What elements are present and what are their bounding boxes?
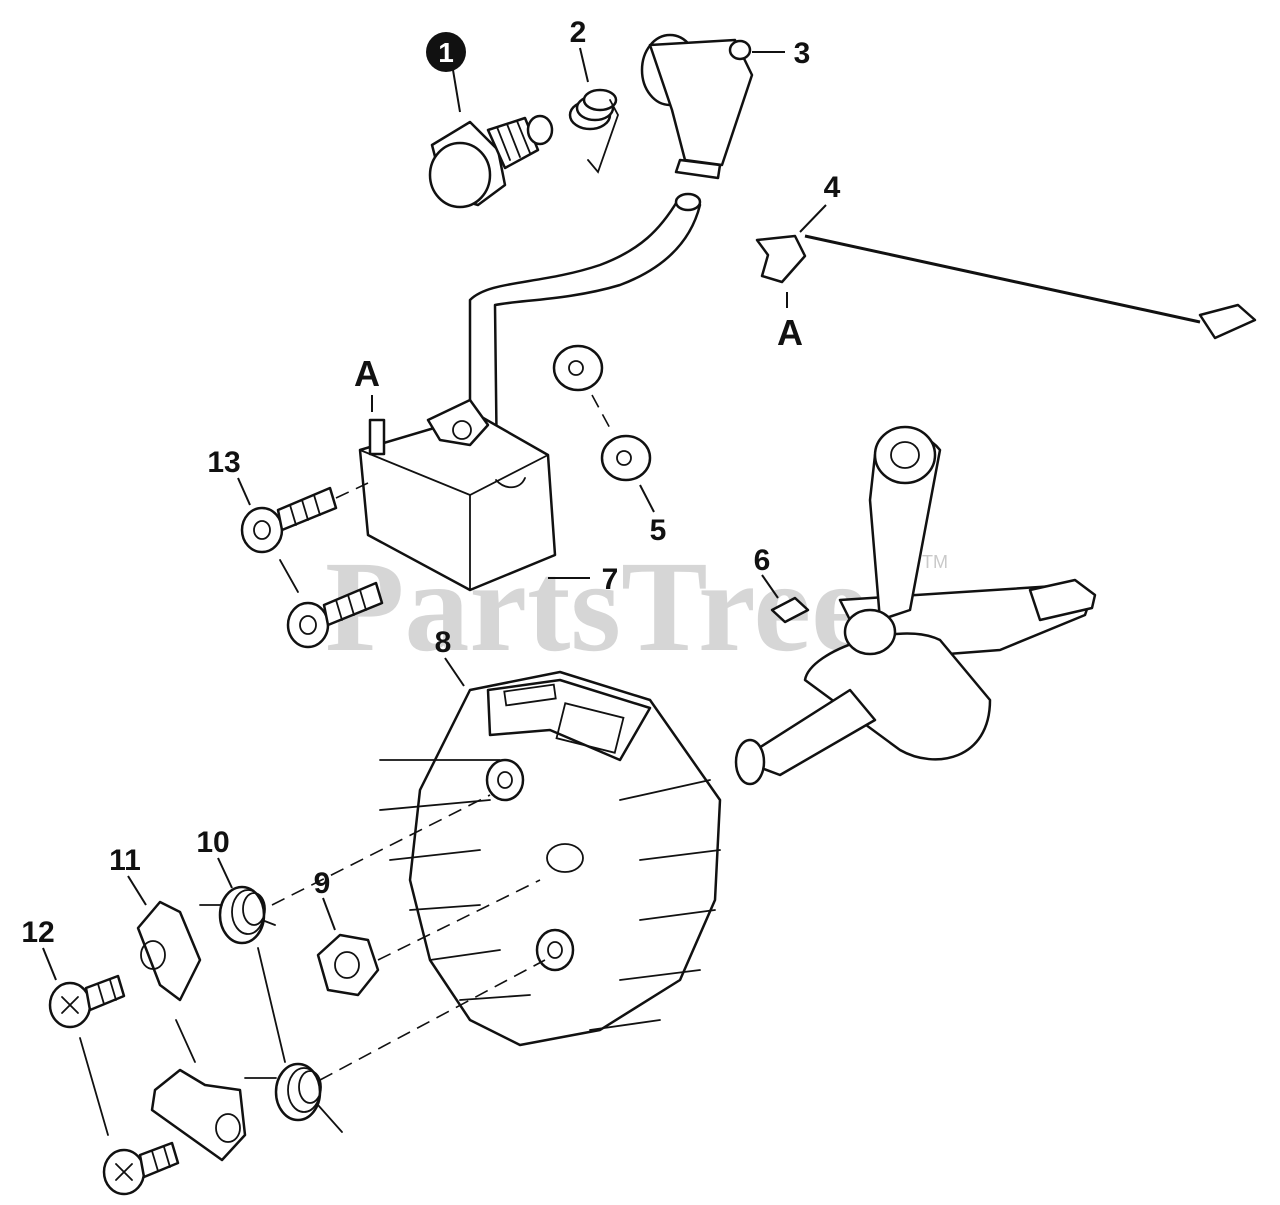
callout-7-label: 7 [602,563,619,596]
callout-1-label: 1 [438,37,454,68]
crankshaft[interactable] [734,425,1097,786]
flywheel-nut[interactable] [316,933,380,997]
reference-a-label-right: A [777,312,803,353]
callout-8-leader [444,657,465,687]
callout-5-label: 5 [650,514,667,547]
callout-2-label: 2 [570,16,587,49]
callout-10-label: 10 [196,826,229,859]
module-screws[interactable] [240,486,384,649]
callout-4-label: 4 [824,171,841,204]
callout-11-label: 11 [109,844,141,877]
ignition-lead [468,198,702,477]
ground-wire[interactable] [755,234,1257,340]
callout-3-label: 3 [794,37,811,70]
watermark-trademark: TM [922,552,948,572]
screw-pair-link-12 [79,1037,109,1136]
pawl-screws[interactable] [48,974,180,1196]
washer-guide [591,394,613,433]
callout-labels: 1 2 3 4 5 6 7 8 9 10 11 12 13 A A [21,16,840,949]
callout-1-badge [426,32,466,72]
callout-12-label: 12 [21,916,54,949]
reference-a-label-left: A [354,353,380,394]
callout-13-label: 13 [207,446,240,479]
callout-10-leader [217,857,233,889]
nut-guide [377,879,541,961]
spring-pair-link [257,947,286,1063]
spring-clip[interactable] [568,88,619,174]
callout-9-leader [322,897,336,931]
pawl-springs[interactable] [199,885,343,1133]
callout-11-leader [127,875,147,906]
screw-guide-upper [335,482,369,499]
spring-guide-upper [271,794,491,906]
pawls[interactable] [136,900,247,1162]
callout-6-label: 6 [754,544,771,577]
washers[interactable] [552,344,652,482]
ignition-module[interactable] [358,398,557,592]
lead-end [674,192,702,212]
spark-plug[interactable] [428,114,554,209]
woodruff-key[interactable] [770,596,810,624]
callout-8-label: 8 [435,626,452,659]
callout-1-leader [452,69,461,113]
callout-9-label: 9 [314,867,331,900]
flywheel[interactable] [379,670,722,1047]
callout-5-leader [639,484,655,513]
callout-6-leader [761,574,779,599]
screw-pair-link [279,559,299,593]
pawl-pair-link [175,1019,196,1063]
callout-13-leader [237,477,251,506]
spark-plug-boot[interactable] [640,33,754,180]
callout-12-leader [42,947,57,981]
callout-4-leader [799,204,827,233]
callout-2-leader [579,47,589,83]
